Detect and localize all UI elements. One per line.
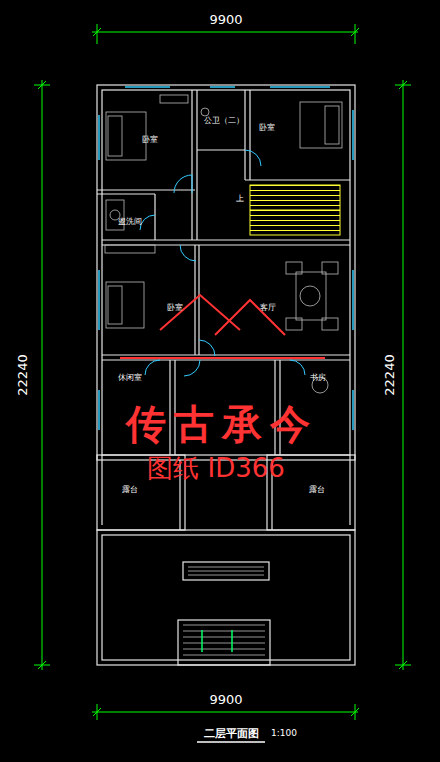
room-name: 卧室 [259, 124, 275, 132]
watermark: 传古承今 [126, 404, 318, 444]
room-name: 卧室 [142, 136, 158, 144]
dimension: 9900 [209, 13, 242, 26]
plan-title: 二层平面图 [204, 728, 259, 739]
stair-mark: 上 [236, 195, 244, 203]
step-lines [183, 567, 265, 655]
room-name: 客厅 [260, 304, 276, 312]
dimension-lines [34, 24, 411, 720]
walls [97, 85, 355, 665]
windows [99, 87, 353, 430]
room-name: 露台 [122, 486, 138, 494]
room-name: 休闲室 [118, 374, 142, 382]
furniture [105, 95, 342, 393]
dimension: 9900 [209, 693, 242, 706]
room-name: 书房 [310, 374, 326, 382]
dimension: 22240 [383, 354, 396, 395]
room-name: 公卫（二） [204, 117, 244, 125]
watermark: 图纸 ID366 [147, 455, 285, 481]
scale: 1:100 [271, 729, 297, 738]
doors [140, 150, 305, 376]
title-underline [197, 741, 265, 743]
watermark-roof [120, 295, 325, 358]
room-name: 卧室 [167, 304, 183, 312]
stairs [250, 185, 340, 235]
room-name: 露台 [309, 486, 325, 494]
dimension: 22240 [16, 354, 29, 395]
room-name: 盥洗间 [118, 218, 142, 226]
arrows [202, 630, 232, 652]
